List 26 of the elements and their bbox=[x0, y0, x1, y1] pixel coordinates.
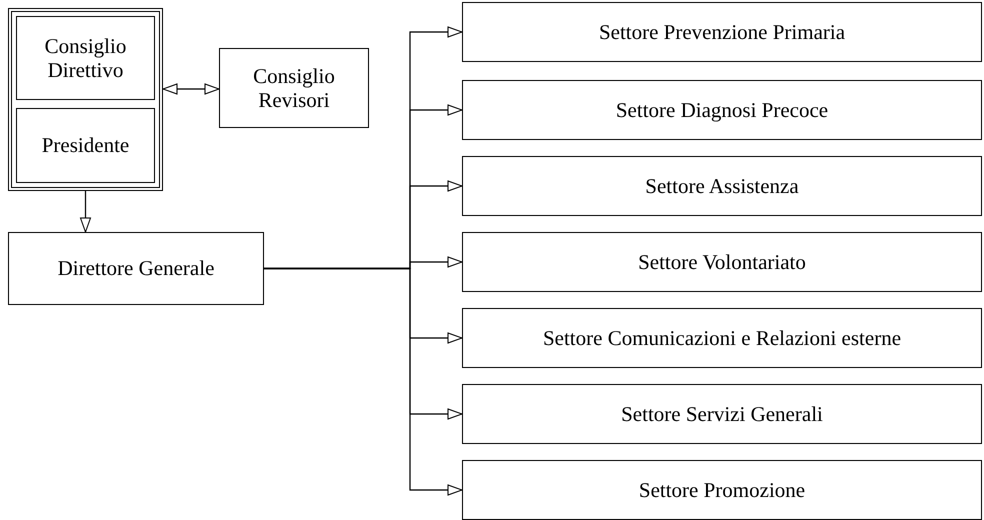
org-box bbox=[16, 16, 155, 100]
org-box bbox=[8, 232, 264, 305]
box-label: Consiglio Revisori bbox=[252, 64, 336, 112]
org-box bbox=[462, 384, 982, 444]
org-box bbox=[462, 80, 982, 140]
org-box bbox=[462, 460, 982, 520]
org-box bbox=[219, 48, 369, 128]
connector-arrow bbox=[264, 268, 462, 496]
box-label: Direttore Generale bbox=[58, 256, 214, 281]
box-label: Settore Diagnosi Precoce bbox=[616, 98, 828, 122]
box-label: Settore Comunicazioni e Relazioni esterne bbox=[542, 326, 902, 350]
box-label: Settore Prevenzione Primaria bbox=[598, 20, 846, 44]
box-label: Settore Servizi Generali bbox=[621, 402, 823, 426]
group-box bbox=[8, 8, 163, 191]
box-label: Settore Assistenza bbox=[645, 174, 799, 198]
org-box bbox=[462, 308, 982, 368]
box-label: Settore Volontariato bbox=[638, 250, 806, 274]
box-label: Consiglio Direttivo bbox=[44, 34, 128, 82]
box-label: Settore Promozione bbox=[638, 478, 806, 502]
connector-arrow bbox=[162, 84, 220, 94]
box-label: Presidente bbox=[42, 133, 130, 158]
org-box bbox=[462, 156, 982, 216]
org-box bbox=[462, 2, 982, 62]
org-box bbox=[16, 108, 155, 183]
org-box bbox=[462, 232, 982, 292]
connector-arrow bbox=[80, 191, 91, 232]
